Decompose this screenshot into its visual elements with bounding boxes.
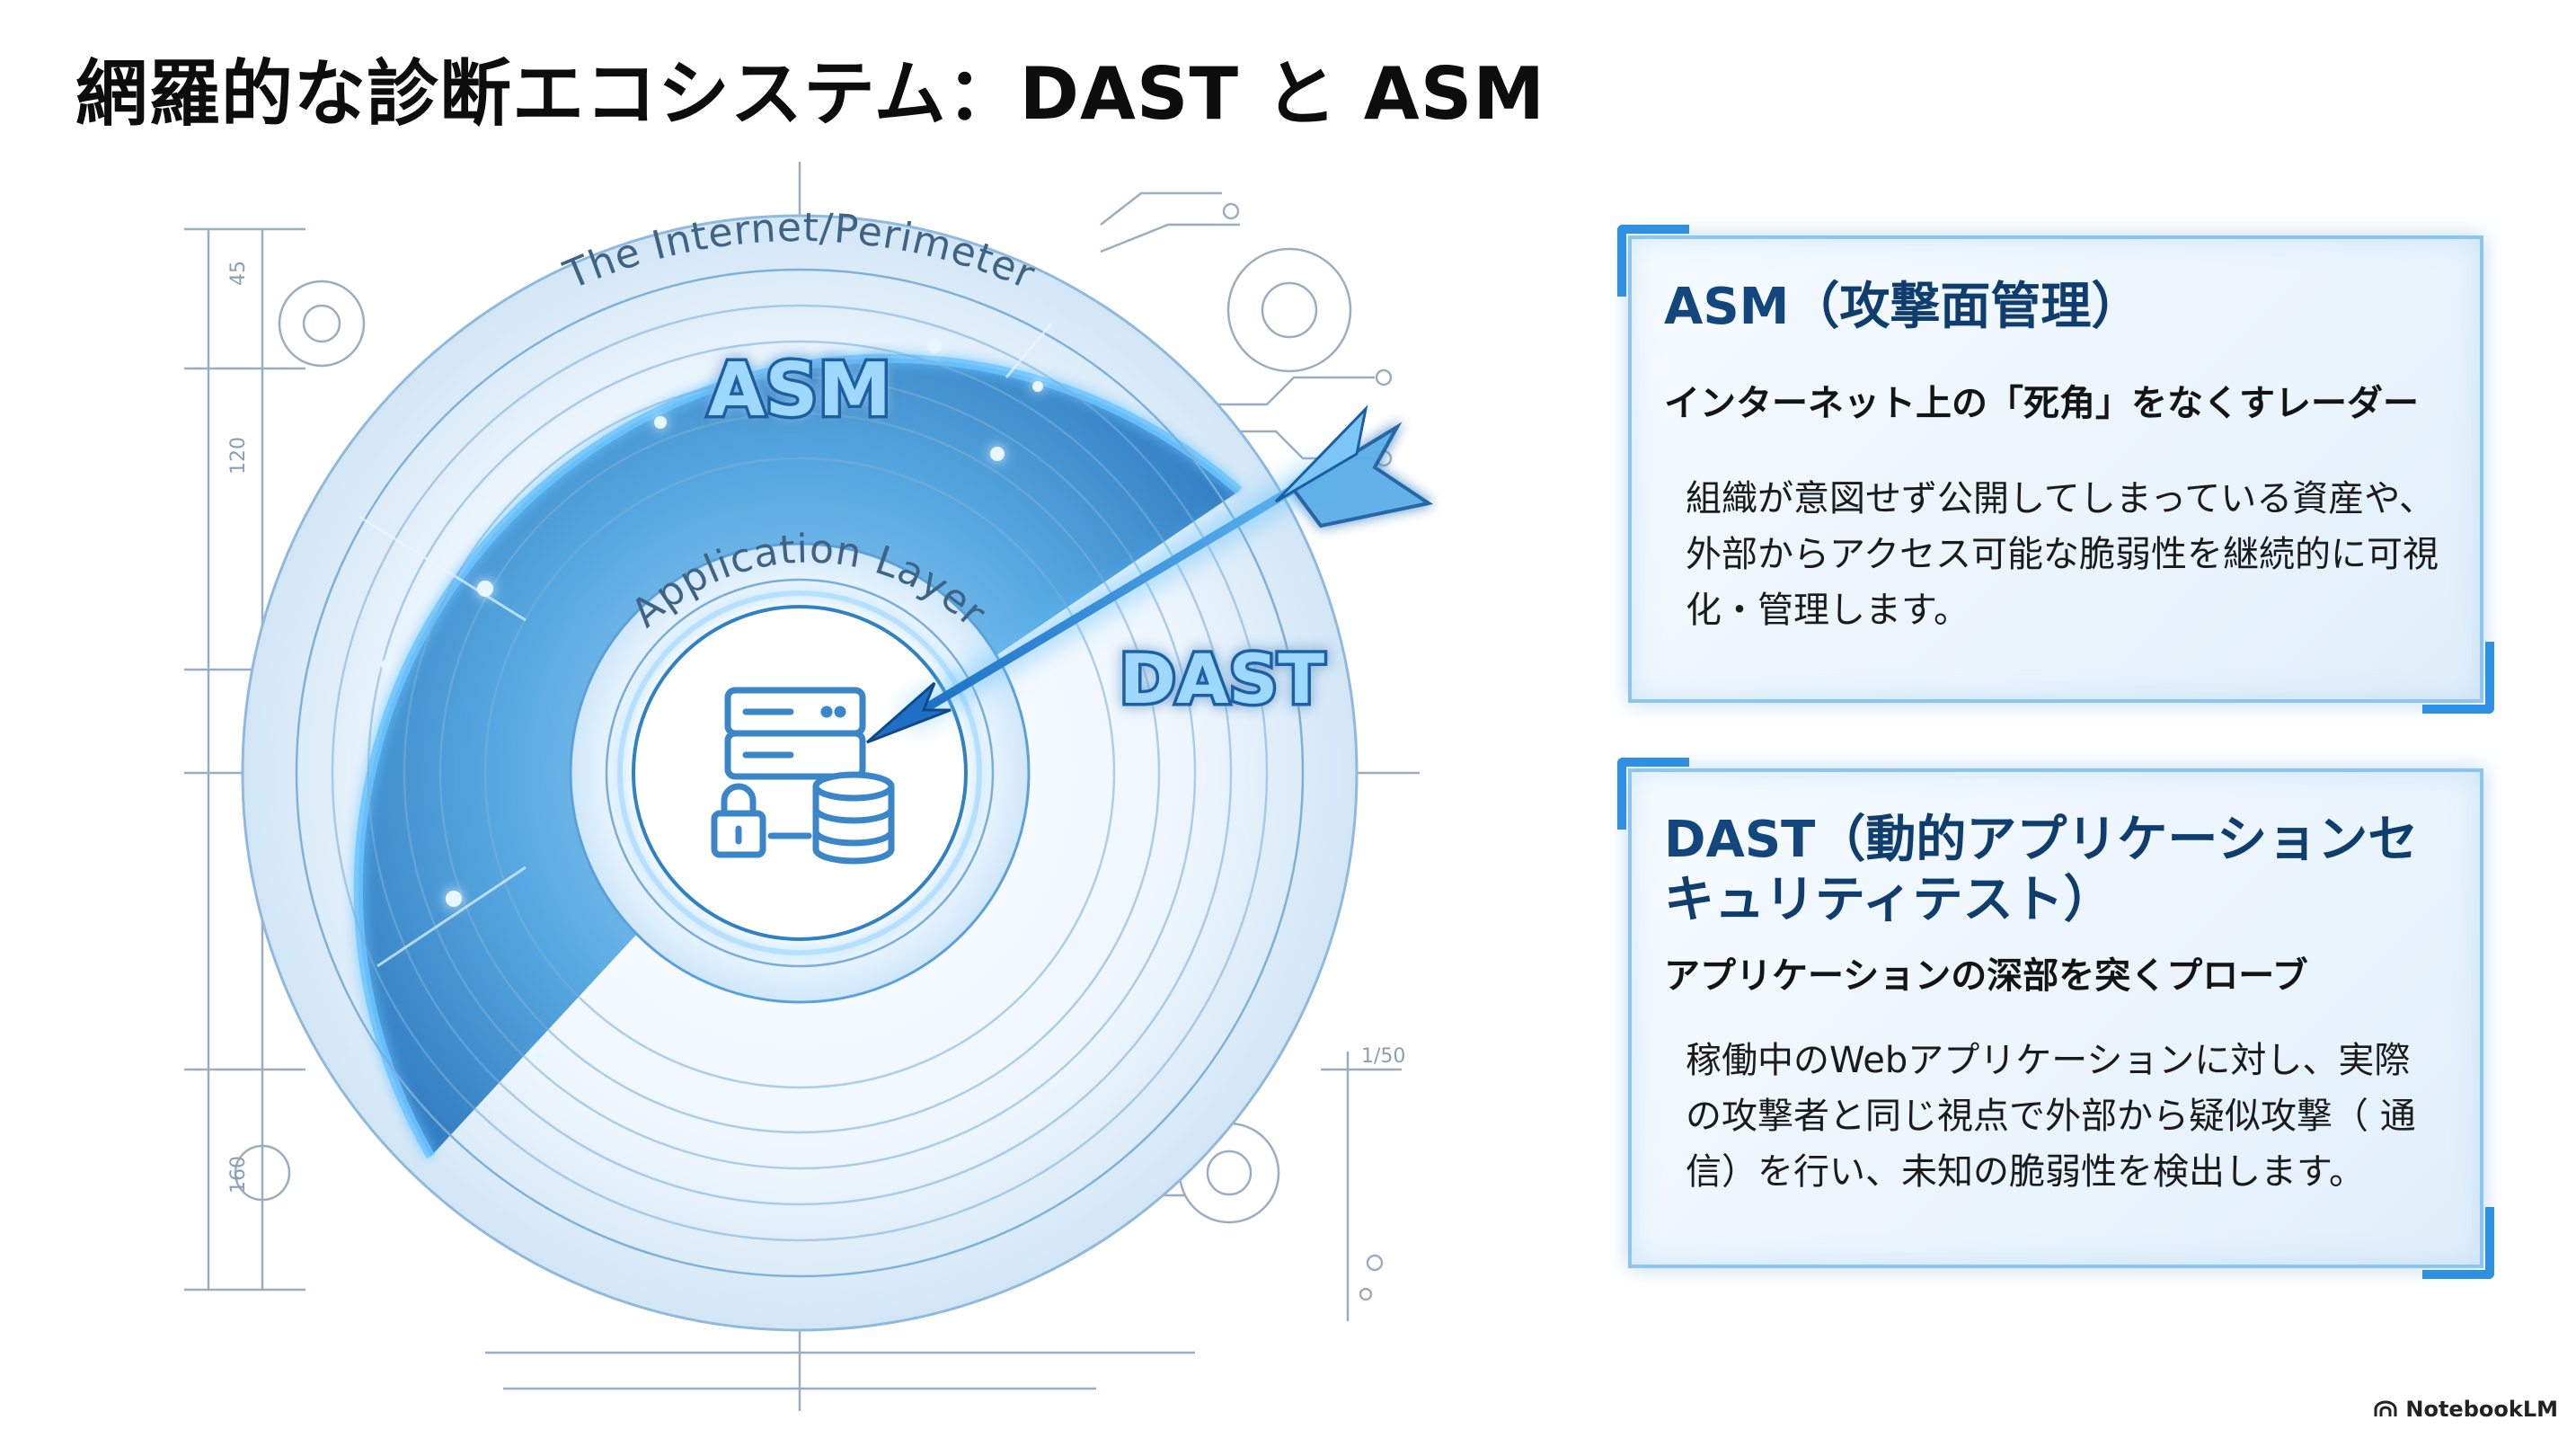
radar-diagram: 45 120 160 1/50 The Internet/P bbox=[184, 162, 1434, 1411]
notebooklm-badge: NotebookLM bbox=[2373, 1397, 2558, 1422]
asm-card: ASM（攻撃面管理） インターネット上の「死角」をなくすレーダー 組織が意図せず… bbox=[1617, 225, 2494, 714]
asm-title-en: ASM bbox=[1664, 278, 1790, 336]
notebooklm-logo-icon bbox=[2374, 1400, 2397, 1416]
card-corner-bracket bbox=[2422, 1207, 2494, 1279]
asm-card-body: 組織が意図せず公開してしまっている資産や、外部からアクセス可能な脆弱性を継続的に… bbox=[1686, 478, 2439, 631]
asm-card-subtitle: インターネット上の「死角」をなくすレーダー bbox=[1664, 383, 2419, 424]
dast-card-title: DAST（動的アプリケーションセキュリティテスト） bbox=[1664, 810, 2455, 930]
page-title: 網羅的な診断エコシステム：DAST と ASM bbox=[75, 52, 1545, 136]
dast-title-en: DAST bbox=[1664, 811, 1816, 869]
asm-title-ja: （攻撃面管理） bbox=[1789, 278, 2142, 336]
dimension-label: 1/50 bbox=[1361, 1045, 1405, 1068]
card-corner-bracket bbox=[2422, 642, 2494, 714]
dast-arrow bbox=[866, 404, 1434, 744]
asm-card-title: ASM（攻撃面管理） bbox=[1664, 277, 2141, 337]
dast-card-body: 稼働中のWebアプリケーションに対し、実際の攻撃者と同じ視点で外部から疑似攻撃（… bbox=[1686, 1040, 2416, 1193]
dast-title-ja: （動的アプリケーションセキュリティテスト） bbox=[1664, 811, 2419, 930]
dast-card: DAST（動的アプリケーションセキュリティテスト） アプリケーションの深部を突く… bbox=[1617, 758, 2494, 1279]
dimension-label: 45 bbox=[227, 261, 250, 286]
card-corner-bracket bbox=[1617, 225, 1689, 297]
dimension-label: 120 bbox=[227, 437, 250, 475]
asm-zone bbox=[358, 358, 1240, 1157]
asm-zone-label: ASM bbox=[708, 348, 891, 433]
branding-label: NotebookLM bbox=[2405, 1397, 2558, 1422]
dast-card-subtitle: アプリケーションの深部を突くプローブ bbox=[1664, 955, 2308, 997]
dast-label: DAST bbox=[1120, 639, 1325, 719]
dimension-label: 160 bbox=[227, 1156, 250, 1194]
radar-rings bbox=[295, 268, 1305, 1278]
core-ring bbox=[632, 605, 968, 941]
server-database-icon bbox=[711, 687, 895, 865]
card-corner-bracket bbox=[1617, 758, 1689, 830]
